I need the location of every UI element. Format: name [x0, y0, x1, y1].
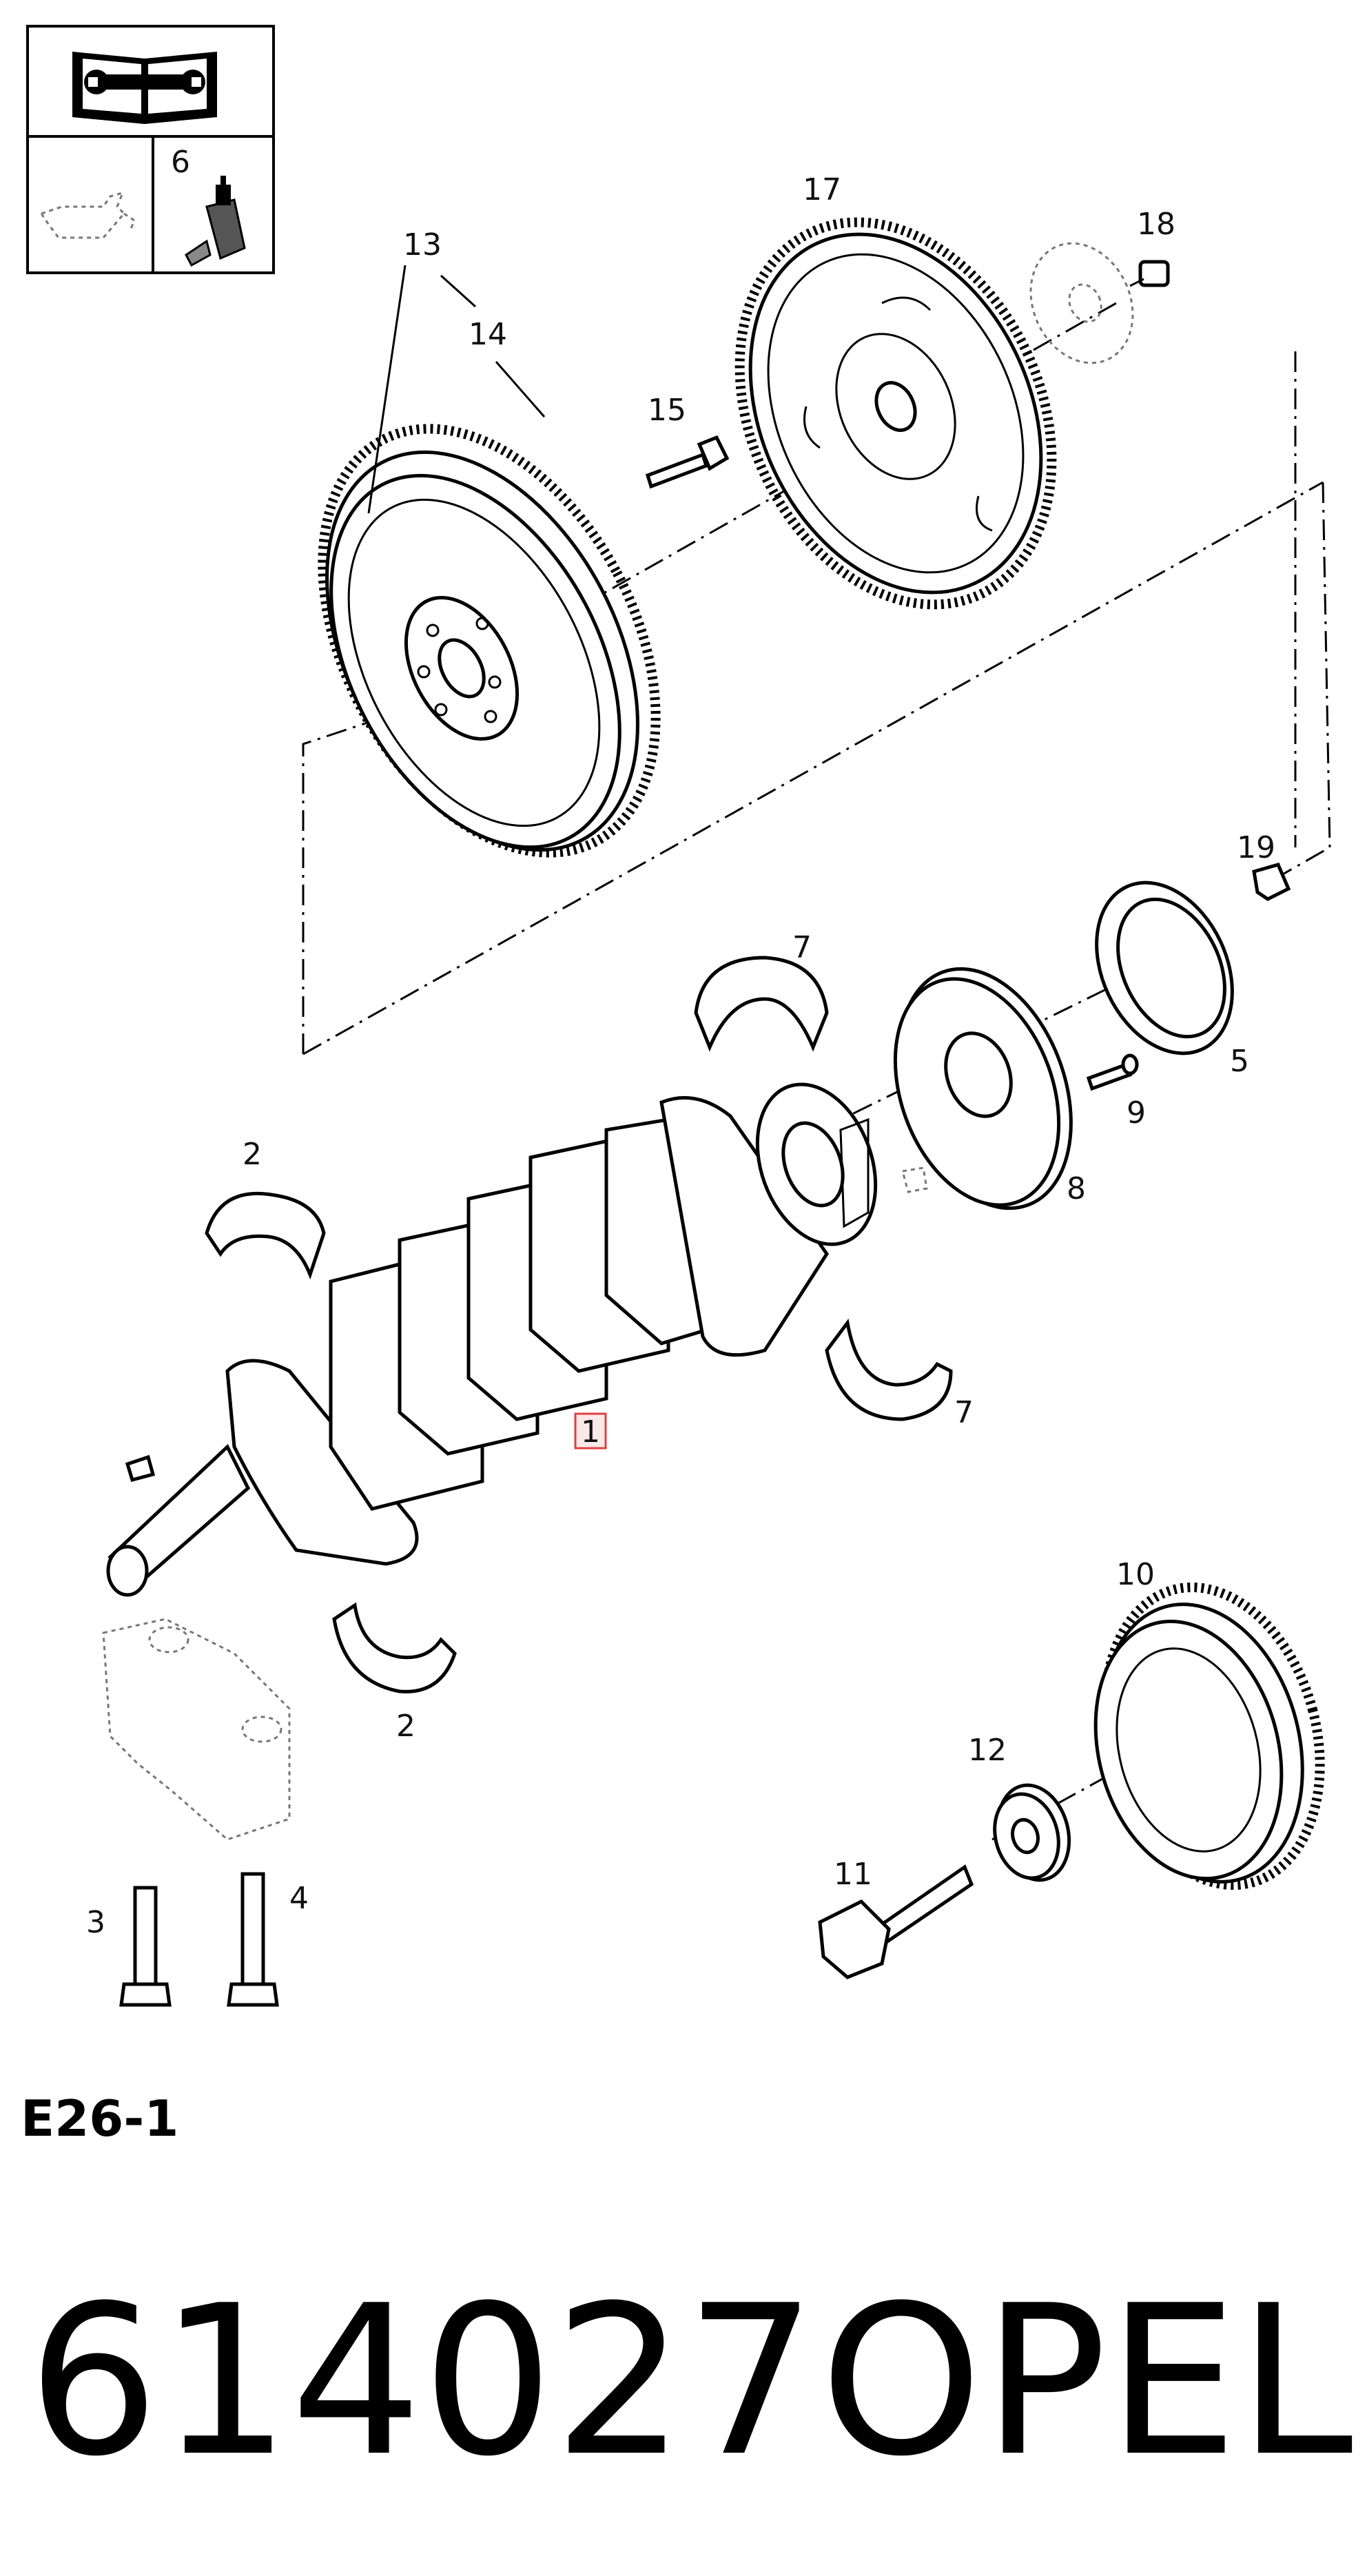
- screw-18: [1129, 260, 1170, 287]
- crankshaft: [106, 1082, 878, 1597]
- label-1: 1: [581, 1414, 600, 1450]
- label-7-lower: 7: [954, 1395, 974, 1430]
- brand-name: OPEL: [820, 2261, 1354, 2502]
- flywheel: [318, 424, 661, 858]
- label-11: 11: [834, 1857, 872, 1892]
- oil-can-icon: [39, 191, 136, 239]
- key-ghost: [901, 1166, 928, 1193]
- main-bearing-cap-ghost: [102, 1618, 291, 1841]
- label-3: 3: [86, 1905, 105, 1940]
- part-highlight-box[interactable]: [574, 1412, 607, 1450]
- label-17: 17: [803, 172, 841, 207]
- washer: [993, 1783, 1071, 1882]
- bolt-15: [645, 435, 730, 489]
- label-5: 5: [1230, 1044, 1249, 1079]
- part-number: 614027: [28, 2261, 816, 2502]
- timing-disc: [893, 967, 1073, 1210]
- bearing-shell-7-lower: [825, 1318, 953, 1421]
- bolt-4: [227, 1872, 279, 2007]
- label-13: 13: [403, 227, 442, 262]
- adapter-plate-ghost: [1029, 242, 1134, 364]
- label-7-upper: 7: [792, 930, 812, 965]
- label-2-upper: 2: [243, 1137, 262, 1172]
- label-9: 9: [1127, 1095, 1146, 1131]
- screw-9: [1086, 1053, 1139, 1091]
- leader-13b: [440, 274, 477, 308]
- bolt-3: [119, 1886, 172, 2007]
- bearing-shell-7-upper: [694, 956, 829, 1052]
- woodruff-key: [125, 1454, 156, 1483]
- sealant-tube-icon: [185, 176, 246, 267]
- flexplate: [734, 217, 1057, 610]
- pulley-bolt: [818, 1864, 974, 1979]
- seal-ring: [1095, 880, 1234, 1055]
- bearing-shell-2-upper: [205, 1191, 326, 1280]
- bearing-shell-2-lower: [332, 1602, 457, 1693]
- label-19: 19: [1237, 830, 1275, 865]
- label-10: 10: [1116, 1557, 1155, 1592]
- label-14: 14: [469, 317, 507, 352]
- leader-14: [495, 361, 546, 418]
- legend-box: 6: [26, 25, 275, 274]
- label-2-lower: 2: [396, 1709, 415, 1744]
- label-6: 6: [171, 145, 190, 180]
- diagram-code: E26-1: [21, 2090, 178, 2147]
- repair-manual-icon: [72, 52, 217, 124]
- label-8: 8: [1067, 1171, 1086, 1206]
- label-12: 12: [968, 1733, 1007, 1768]
- label-15: 15: [648, 393, 686, 428]
- label-4: 4: [289, 1881, 309, 1916]
- leader-13a: [367, 265, 407, 514]
- crank-pulley: [1093, 1582, 1325, 1890]
- nut-19: [1252, 862, 1291, 901]
- label-18: 18: [1137, 207, 1175, 242]
